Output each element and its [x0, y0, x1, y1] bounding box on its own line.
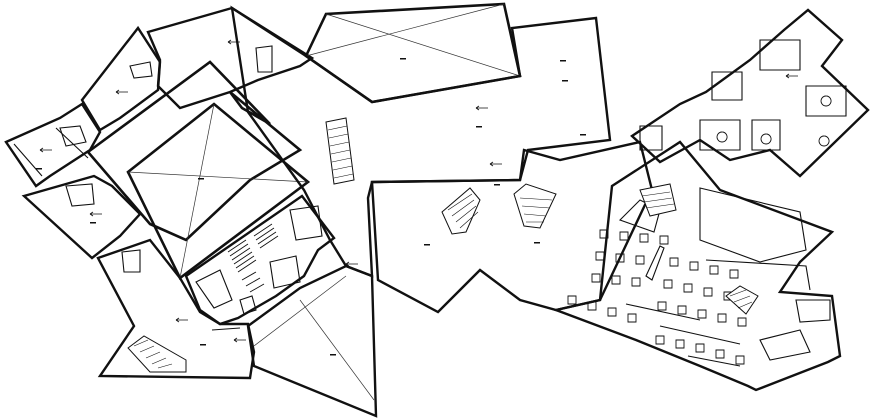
plan-tick-marks	[36, 60, 586, 356]
stair-south-west	[127, 335, 187, 373]
south-west-wing	[96, 238, 256, 380]
direction-arrows	[39, 39, 798, 343]
auditorium-seats	[227, 223, 279, 293]
auditorium	[184, 194, 336, 326]
central-hall	[230, 2, 654, 314]
library-tables	[567, 229, 747, 365]
stair-north-west	[325, 117, 355, 185]
east-offices	[630, 8, 870, 178]
east-library	[551, 140, 842, 392]
stair-central-left	[441, 187, 481, 235]
west-roof-block	[86, 60, 311, 280]
stair-central-right	[513, 183, 557, 229]
south-court	[246, 264, 378, 418]
